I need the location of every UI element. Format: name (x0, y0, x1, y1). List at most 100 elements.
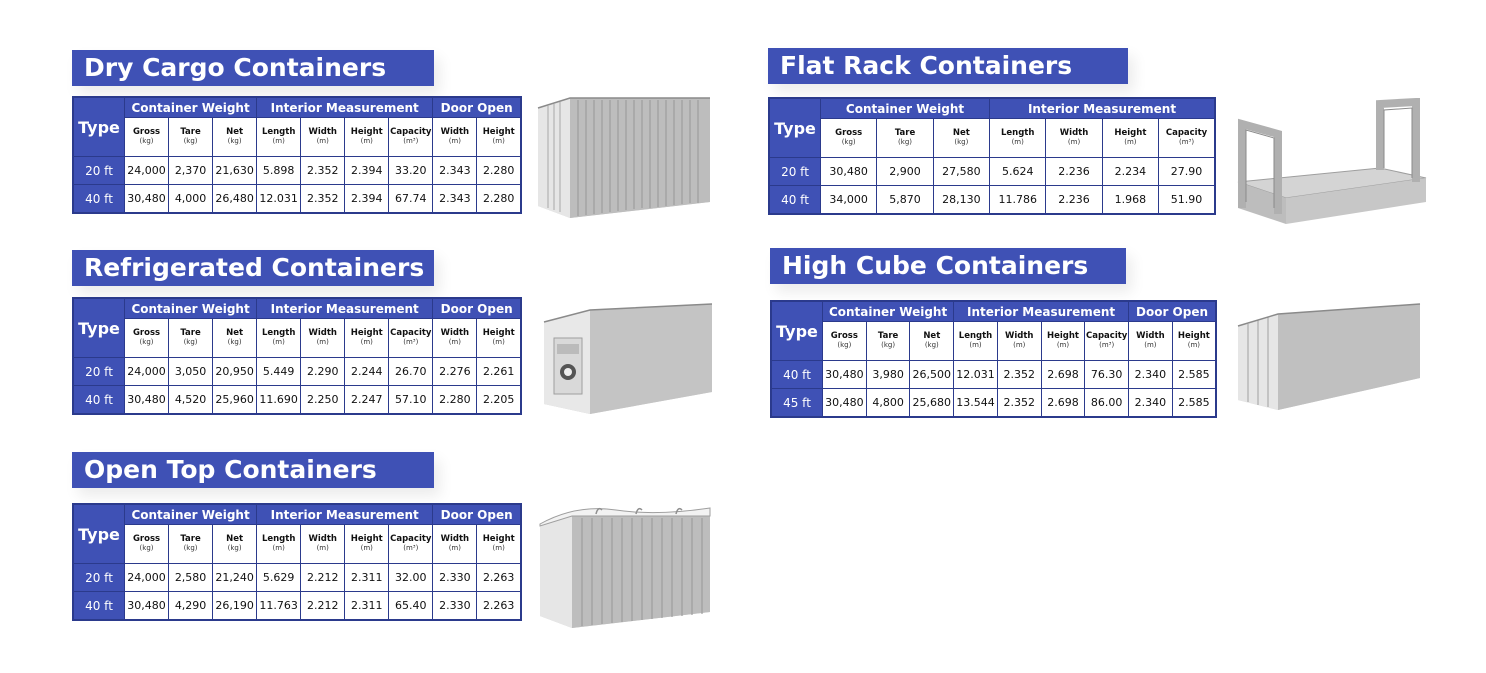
column-name: Width (440, 534, 470, 545)
column-name: Height (482, 127, 515, 138)
table-cell: 67.74 (388, 184, 434, 214)
table-cell: 24,000 (123, 156, 170, 185)
column-name: Length (958, 331, 993, 342)
table-cell: 2.343 (432, 184, 478, 214)
column-unit: (kg) (183, 543, 198, 552)
table-cell: 2,580 (168, 563, 214, 592)
table-cell: 28,130 (932, 185, 991, 215)
column-header: Height(m) (476, 117, 522, 157)
column-name: Capacity (390, 328, 432, 339)
column-name: Tare (180, 127, 201, 138)
table-cell: 2.340 (1128, 388, 1173, 418)
column-unit: (m) (1124, 137, 1137, 146)
group-header: Door Open (1128, 300, 1217, 322)
table-cell: 30,480 (819, 157, 878, 186)
column-name: Length (261, 534, 296, 545)
column-name: Gross (132, 534, 161, 545)
column-header: Length(m) (256, 117, 302, 157)
column-header: Gross(kg) (123, 318, 170, 358)
table-cell: 2.340 (1128, 360, 1173, 389)
column-unit: (m³) (1178, 137, 1195, 146)
group-header: Container Weight (123, 297, 258, 319)
flat-rack-container-image (1237, 98, 1427, 224)
reefer-container-image (543, 303, 713, 414)
column-name: Height (1046, 331, 1079, 342)
column-header: Gross(kg) (123, 117, 170, 157)
table-cell: 34,000 (819, 185, 878, 215)
column-header: Height(m) (476, 318, 522, 358)
column-header: Length(m) (256, 318, 302, 358)
column-name: Width (308, 127, 337, 138)
table-cell: 3,980 (865, 360, 911, 389)
table-cell: 2.352 (996, 360, 1042, 389)
type-header: Type (72, 96, 125, 157)
group-header: Interior Measurement (256, 503, 434, 525)
row-type-label: 45 ft (770, 388, 823, 418)
table-cell: 12.031 (953, 360, 998, 389)
table-cell: 20,950 (212, 357, 258, 386)
column-unit: (m³) (403, 136, 419, 145)
column-header: Net(kg) (212, 318, 258, 358)
table-cell: 11.690 (256, 385, 302, 415)
column-header: Height(m) (344, 524, 390, 564)
table-cell: 30,480 (123, 184, 170, 214)
dry-cargo-container-image (537, 97, 710, 218)
column-header: Tare(kg) (168, 524, 214, 564)
column-name: Net (226, 328, 244, 339)
column-header: Width(m) (996, 321, 1042, 361)
column-name: Tare (877, 331, 899, 342)
table-cell: 1.968 (1101, 185, 1160, 215)
column-header: Tare(kg) (876, 118, 934, 158)
column-header: Width(m) (300, 318, 346, 358)
column-unit: (m) (360, 136, 373, 145)
column-unit: (m) (969, 340, 982, 349)
table-cell: 4,800 (865, 388, 911, 418)
column-unit: (kg) (837, 340, 852, 349)
column-header: Capacity(m³) (388, 117, 434, 157)
table-cell: 26,480 (212, 184, 258, 214)
row-type-label: 20 ft (72, 563, 125, 592)
column-name: Net (226, 534, 244, 545)
table-cell: 57.10 (388, 385, 434, 415)
group-header: Container Weight (821, 300, 955, 322)
table-cell: 2.276 (432, 357, 478, 386)
group-header: Door Open (432, 503, 522, 525)
column-unit: (m) (448, 136, 461, 145)
group-header: Interior Measurement (953, 300, 1130, 322)
column-name: Width (1004, 331, 1034, 342)
column-name: Height (1114, 128, 1147, 139)
row-type-label: 40 ft (768, 185, 821, 215)
table-cell: 2.236 (1045, 185, 1103, 215)
table-cell: 4,290 (168, 591, 214, 621)
column-name: Length (1000, 128, 1035, 139)
column-header: Gross(kg) (819, 118, 878, 158)
table-cell: 2.263 (476, 591, 522, 621)
table-cell: 2.343 (432, 156, 478, 185)
column-header: Net(kg) (909, 321, 955, 361)
column-unit: (m) (448, 543, 461, 552)
column-unit: (kg) (183, 136, 198, 145)
table-cell: 30,480 (123, 591, 170, 621)
column-header: Capacity(m³) (388, 524, 434, 564)
type-header: Type (72, 297, 125, 358)
open-top-container-image (539, 507, 711, 628)
row-type-label: 20 ft (72, 357, 125, 386)
row-type-label: 40 ft (770, 360, 823, 389)
column-unit: (m³) (403, 337, 419, 346)
table-cell: 5.449 (256, 357, 302, 386)
column-header: Net(kg) (212, 524, 258, 564)
table-cell: 76.30 (1084, 360, 1130, 389)
table-cell: 21,240 (212, 563, 258, 592)
type-header: Type (770, 300, 823, 361)
column-header: Net(kg) (212, 117, 258, 157)
column-header: Width(m) (1128, 321, 1173, 361)
